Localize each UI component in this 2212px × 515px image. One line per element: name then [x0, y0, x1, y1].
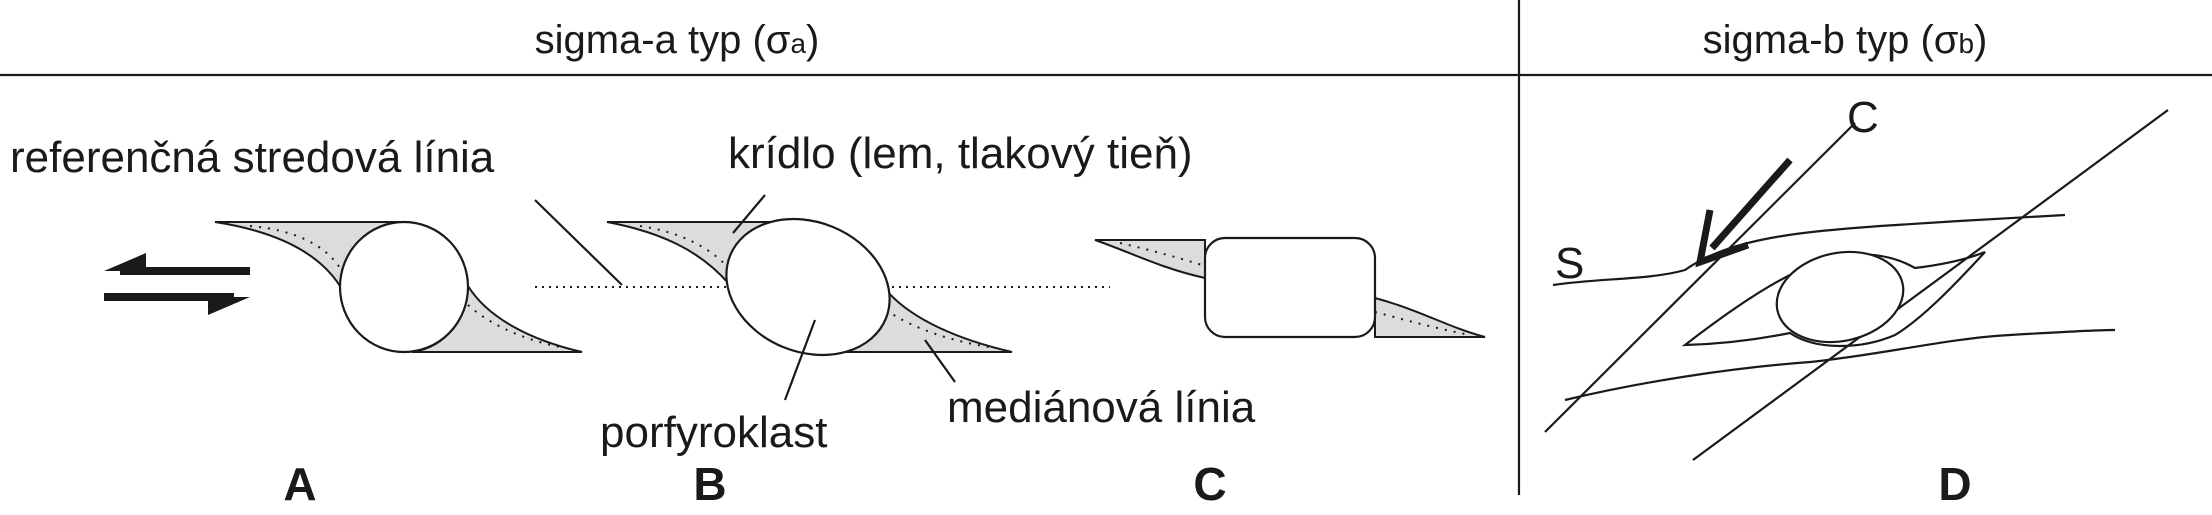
- porphyroclast: [338, 220, 470, 354]
- median-line-label: mediánová línia: [947, 383, 1256, 432]
- porphyroclast: [725, 217, 891, 357]
- wing-label: krídlo (lem, tlakový tieň): [728, 129, 1193, 178]
- median-line-leader: [924, 339, 956, 383]
- reference-line-label: referenčná stredová línia: [10, 133, 495, 182]
- wing-lower: [1374, 296, 1486, 338]
- panel-label-d: D: [1938, 458, 1971, 510]
- panel-label-b: B: [693, 458, 726, 510]
- sigma-b-header: sigma-b typ (σb): [1703, 18, 1988, 62]
- sigma-a-header: sigma-a typ (σa): [535, 18, 820, 62]
- median-line: [467, 304, 561, 348]
- clast-b: [606, 217, 1013, 357]
- c-plane-label: C: [1847, 93, 1879, 142]
- clast-a: [214, 220, 583, 354]
- s-foliation-upper: [1552, 213, 2066, 287]
- panel-label-a: A: [283, 458, 316, 510]
- shear-arrow-head: [1695, 209, 1750, 268]
- s-foliation-label: S: [1555, 239, 1584, 288]
- porphyroclast: [1775, 250, 1905, 344]
- s-foliation-lower: [1564, 328, 2116, 402]
- wing-leader: [732, 194, 766, 234]
- porphyroclast: [1203, 236, 1377, 339]
- reference-leader: [534, 199, 623, 286]
- median-line: [1119, 242, 1206, 267]
- clast-c: [1094, 236, 1486, 339]
- shear-sense-arrows: [104, 253, 250, 315]
- wing-upper: [1094, 239, 1206, 280]
- panel-label-c: C: [1193, 458, 1226, 510]
- porphyroclast-label: porfyroklast: [600, 408, 827, 457]
- median-line: [639, 225, 731, 271]
- c-plane-left: [1544, 122, 1856, 433]
- porphyroclast-leader: [783, 319, 817, 401]
- sigma-b-structure: [1544, 109, 2169, 461]
- shear-arrow-shaft: [1709, 157, 1793, 251]
- c-plane-right: [1692, 109, 2169, 461]
- median-line: [1374, 311, 1466, 335]
